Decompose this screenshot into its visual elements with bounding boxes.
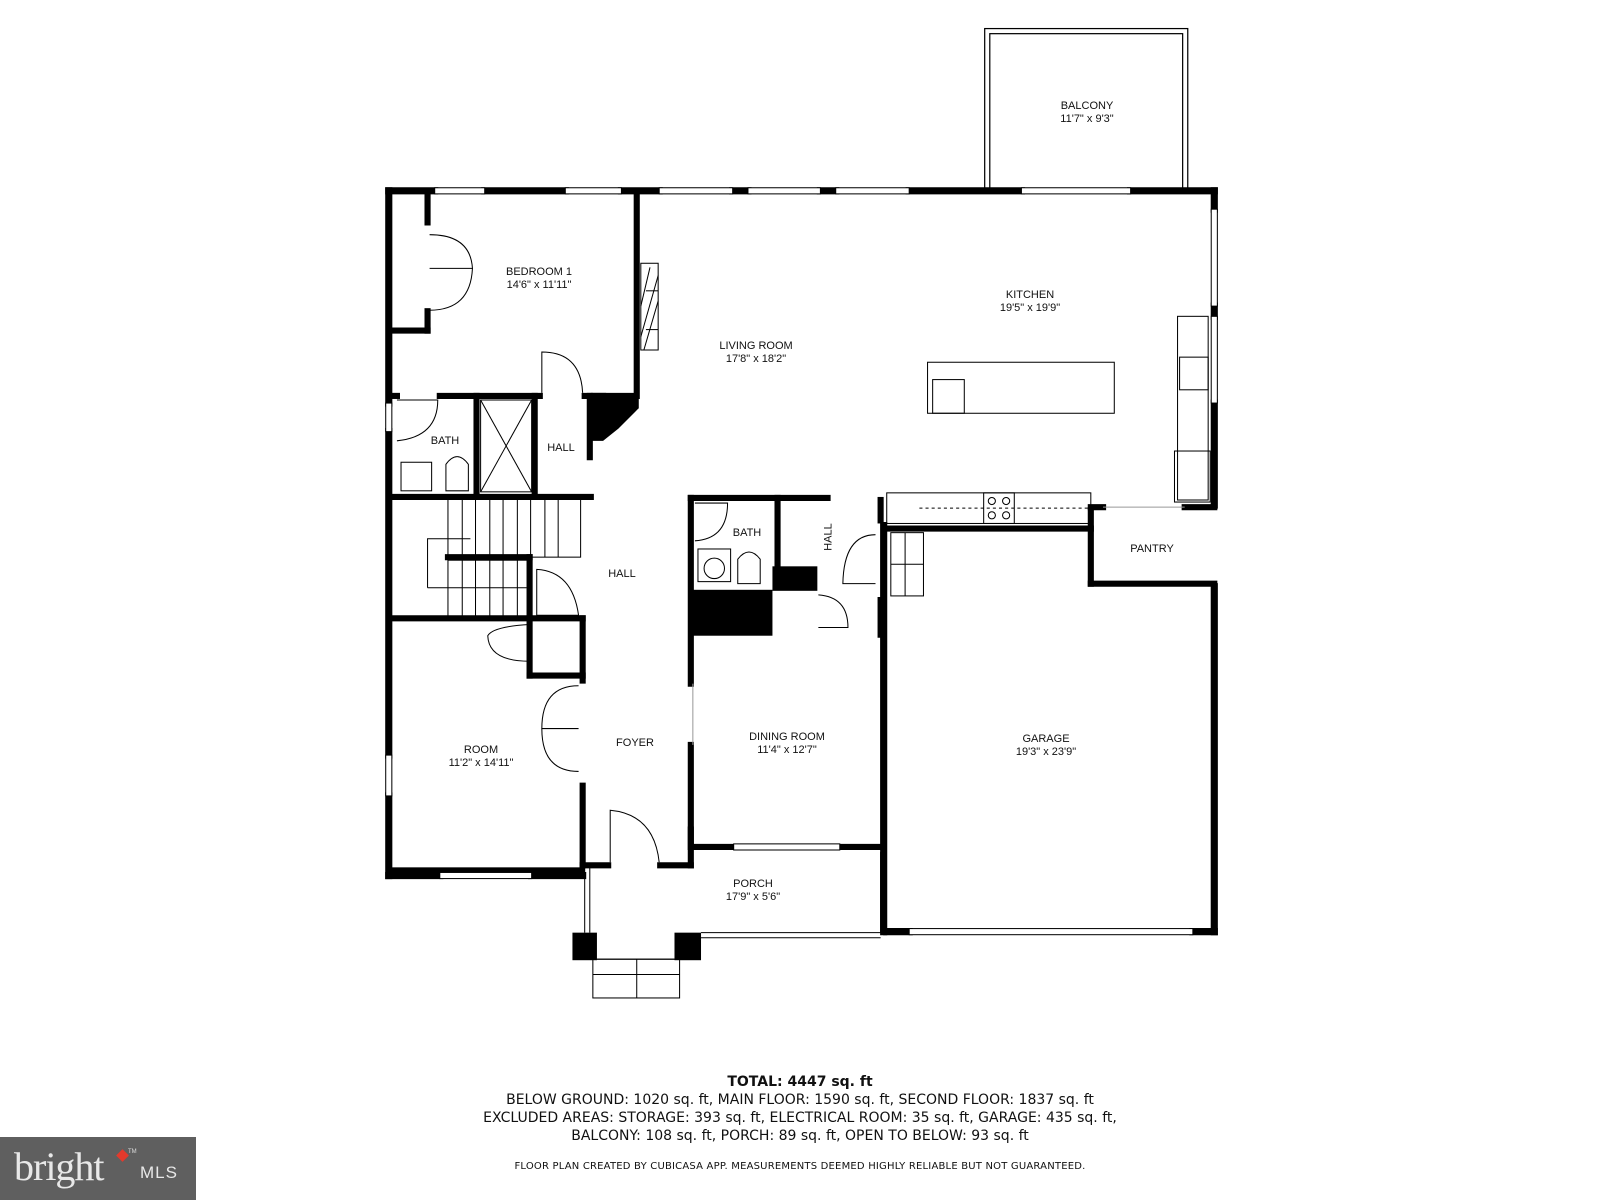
room-name: ROOM bbox=[463, 744, 499, 756]
room-name: FOYER bbox=[616, 737, 654, 749]
bright-mls-logo: bright TM MLS bbox=[0, 1137, 196, 1200]
room-label-hall-upper: HALL bbox=[547, 442, 575, 455]
room-name: BEDROOM 1 bbox=[505, 266, 573, 278]
room-label-bath-lower: BATH bbox=[733, 527, 762, 540]
room-name: LIVING ROOM bbox=[719, 340, 793, 352]
room-dimensions: 19'3" x 23'9" bbox=[1015, 746, 1077, 758]
room-label-room: ROOM 11'2" x 14'11" bbox=[449, 744, 514, 770]
room-name: BALCONY bbox=[1060, 100, 1114, 112]
room-label-hall-vertical: HALL bbox=[823, 523, 836, 551]
solid-blocks bbox=[388, 392, 818, 961]
total-area: TOTAL: 4447 sq. ft bbox=[727, 1074, 873, 1090]
room-label-kitchen: KITCHEN 19'5" x 19'9" bbox=[1000, 289, 1060, 315]
interior-walls bbox=[389, 191, 1218, 869]
floor-areas: BELOW GROUND: 1020 sq. ft, MAIN FLOOR: 1… bbox=[506, 1092, 1094, 1108]
kitchen-fixtures bbox=[886, 315, 1211, 524]
room-name: HALL bbox=[547, 442, 575, 454]
room-name: PANTRY bbox=[1130, 543, 1174, 555]
room-dimensions: 19'5" x 19'9" bbox=[999, 302, 1061, 314]
room-name: DINING ROOM bbox=[749, 731, 825, 743]
room-label-balcony: BALCONY 11'7" x 9'3" bbox=[1060, 100, 1113, 126]
room-label-porch: PORCH 17'9" x 5'6" bbox=[726, 878, 780, 904]
room-label-hall-main: HALL bbox=[608, 568, 636, 581]
bath-fixtures bbox=[400, 399, 761, 585]
room-label-bedroom-1: BEDROOM 1 14'6" x 11'11" bbox=[506, 266, 572, 292]
room-dimensions: 17'8" x 18'2" bbox=[725, 353, 787, 365]
excluded-areas: EXCLUDED AREAS: STORAGE: 393 sq. ft, ELE… bbox=[483, 1110, 1117, 1126]
excluded-areas-continued: BALCONY: 108 sq. ft, PORCH: 89 sq. ft, O… bbox=[571, 1128, 1029, 1144]
room-name: BATH bbox=[430, 435, 460, 447]
area-summary: TOTAL: 4447 sq. ft BELOW GROUND: 1020 sq… bbox=[0, 1073, 1600, 1172]
disclaimer: FLOOR PLAN CREATED BY CUBICASA APP. MEAS… bbox=[514, 1161, 1086, 1172]
doors bbox=[396, 234, 876, 863]
room-name: HALL bbox=[822, 523, 835, 551]
thresholds bbox=[692, 506, 1185, 745]
fireplace bbox=[640, 262, 659, 351]
room-dimensions: 11'4" x 12'7" bbox=[757, 744, 817, 756]
room-label-pantry: PANTRY bbox=[1130, 543, 1174, 556]
room-dimensions: 11'7" x 9'3" bbox=[1060, 113, 1114, 125]
room-name: BATH bbox=[732, 527, 762, 539]
room-dimensions: 17'9" x 5'6" bbox=[725, 891, 781, 903]
room-dimensions: 14'6" x 11'11" bbox=[506, 279, 572, 291]
room-name: HALL bbox=[608, 568, 636, 580]
room-label-garage: GARAGE 19'3" x 23'9" bbox=[1016, 733, 1076, 759]
exterior-walls bbox=[385, 187, 1218, 936]
logo-word: bright bbox=[14, 1144, 105, 1189]
porch-outline bbox=[584, 852, 882, 960]
logo-trademark: TM bbox=[128, 1149, 137, 1155]
room-label-dining-room: DINING ROOM 11'4" x 12'7" bbox=[749, 731, 825, 757]
logo-suffix: MLS bbox=[140, 1163, 178, 1182]
windows bbox=[385, 187, 1218, 936]
room-name: GARAGE bbox=[1022, 733, 1070, 745]
room-dimensions: 11'2" x 14'11" bbox=[448, 757, 514, 769]
logo-star-icon bbox=[116, 1149, 129, 1162]
room-label-living-room: LIVING ROOM 17'8" x 18'2" bbox=[719, 340, 792, 366]
room-label-bath-upper: BATH bbox=[431, 435, 460, 448]
room-name: KITCHEN bbox=[1005, 289, 1055, 301]
room-label-foyer: FOYER bbox=[616, 737, 654, 750]
room-name: PORCH bbox=[733, 878, 773, 890]
